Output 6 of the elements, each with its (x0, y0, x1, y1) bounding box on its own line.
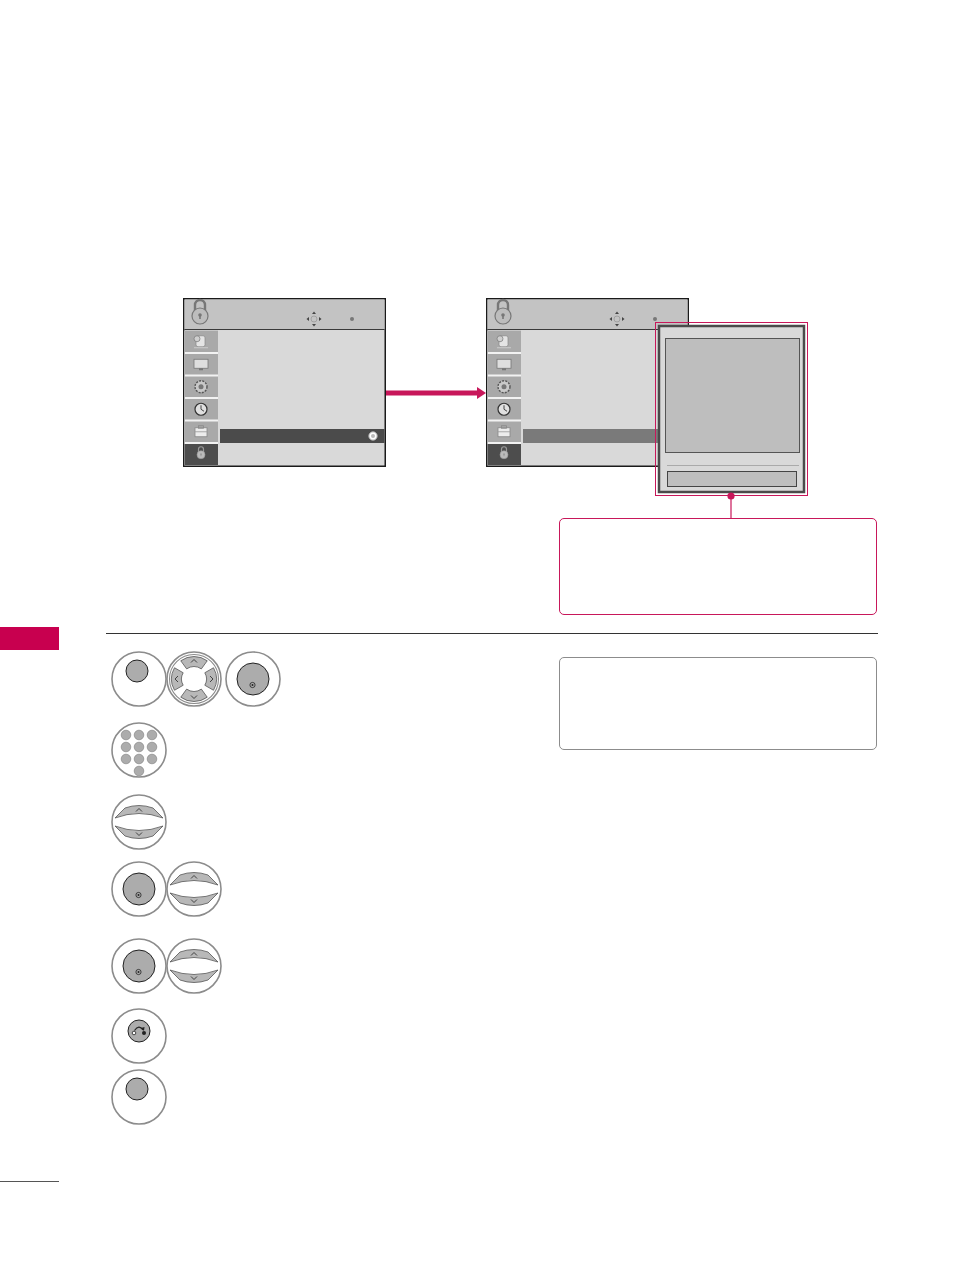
callout-panel (559, 518, 877, 615)
menu-screen-drawing (183, 298, 386, 467)
leader-line (727, 492, 735, 519)
arrow (386, 387, 486, 399)
note-panel (559, 657, 877, 750)
popup-window (655, 322, 808, 496)
